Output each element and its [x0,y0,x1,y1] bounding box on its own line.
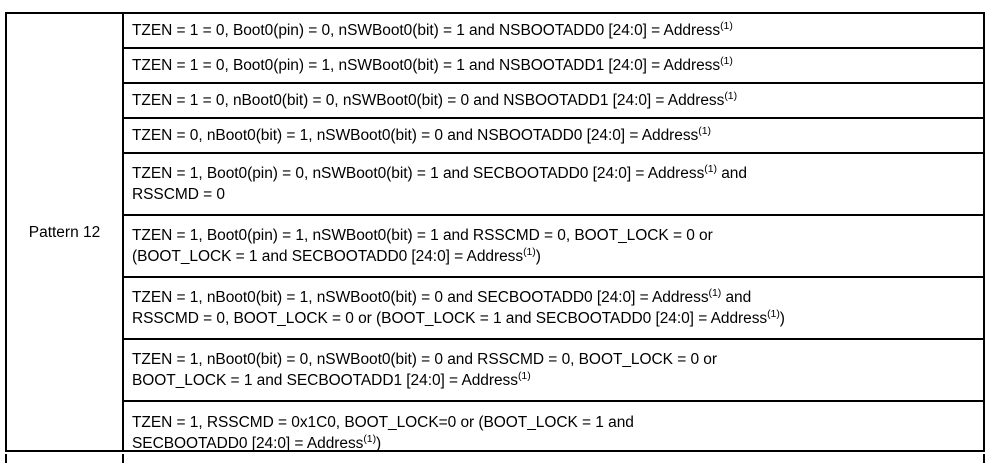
condition-text: TZEN = 1 = 0, nBoot0(bit) = 0, nSWBoot0(… [132,92,725,109]
truncated-row-below [5,454,985,463]
table-row: TZEN = 1, nBoot0(bit) = 0, nSWBoot0(bit)… [124,340,983,402]
condition-line: TZEN = 1, Boot0(pin) = 0, nSWBoot0(bit) … [132,163,977,184]
table-border-left [5,12,7,452]
condition-line: RSSCMD = 0, BOOT_LOCK = 0 or (BOOT_LOCK … [132,308,977,329]
condition-text-tail: and [716,165,747,182]
table-row: TZEN = 0, nBoot0(bit) = 1, nSWBoot0(bit)… [124,119,983,154]
condition-line: TZEN = 1, Boot0(pin) = 1, nSWBoot0(bit) … [132,225,977,246]
condition-text-tail: ) [535,248,541,265]
condition-column: TZEN = 1 = 0, Boot0(pin) = 0, nSWBoot0(b… [124,14,983,452]
condition-text: SECBOOTADD0 [24:0] = Address [132,435,364,452]
condition-text: RSSCMD = 0, BOOT_LOCK = 0 or (BOOT_LOCK … [132,310,768,327]
condition-text: TZEN = 1, nBoot0(bit) = 0, nSWBoot0(bit)… [132,351,717,368]
condition-line: RSSCMD = 0 [132,184,977,205]
table-border-bottom [5,450,985,452]
footnote-ref: (1) [363,432,377,445]
boot-pattern-table: Pattern 12 TZEN = 1 = 0, Boot0(pin) = 0,… [5,12,985,452]
condition-line: TZEN = 1 = 0, Boot0(pin) = 1, nSWBoot0(b… [132,55,977,76]
table-border-right [983,12,985,452]
footnote-ref: (1) [523,245,536,258]
condition-text: TZEN = 1, Boot0(pin) = 0, nSWBoot0(bit) … [132,165,705,182]
condition-text: TZEN = 1, nBoot0(bit) = 1, nSWBoot0(bit)… [132,289,709,306]
table-row: TZEN = 1 = 0, nBoot0(bit) = 0, nSWBoot0(… [124,84,983,119]
truncated-row-column-divider [122,454,124,463]
table-column-divider [122,12,124,452]
condition-text: TZEN = 1, Boot0(pin) = 1, nSWBoot0(bit) … [132,227,713,244]
condition-line: TZEN = 1, nBoot0(bit) = 1, nSWBoot0(bit)… [132,287,977,308]
condition-line: SECBOOTADD0 [24:0] = Address(1)) [132,433,977,454]
condition-text: TZEN = 0, nBoot0(bit) = 1, nSWBoot0(bit)… [132,127,699,144]
pattern-label: Pattern 12 [28,223,101,241]
table-row: TZEN = 1, Boot0(pin) = 1, nSWBoot0(bit) … [124,216,983,278]
condition-text-tail: ) [779,310,785,327]
footnote-ref: (1) [720,19,733,32]
condition-text: RSSCMD = 0 [132,186,225,203]
condition-text: TZEN = 1, RSSCMD = 0x1C0, BOOT_LOCK=0 or… [132,414,634,431]
footnote-ref: (1) [720,54,733,67]
table-row: TZEN = 1, Boot0(pin) = 0, nSWBoot0(bit) … [124,154,983,216]
table-row: TZEN = 1 = 0, Boot0(pin) = 0, nSWBoot0(b… [124,14,983,49]
footnote-ref: (1) [517,369,531,382]
table-row: TZEN = 1 = 0, Boot0(pin) = 1, nSWBoot0(b… [124,49,983,84]
pattern-label-cell: Pattern 12 [7,14,122,450]
condition-line: (BOOT_LOCK = 1 and SECBOOTADD0 [24:0] = … [132,246,977,267]
footnote-ref: (1) [698,124,711,137]
truncated-row-border-left [5,454,7,463]
condition-line: TZEN = 1 = 0, Boot0(pin) = 0, nSWBoot0(b… [132,20,977,41]
condition-text-tail: ) [376,435,382,452]
condition-line: BOOT_LOCK = 1 and SECBOOTADD1 [24:0] = A… [132,370,977,391]
footnote-ref: (1) [708,286,722,299]
condition-text: TZEN = 1 = 0, Boot0(pin) = 0, nSWBoot0(b… [132,22,721,39]
condition-text: BOOT_LOCK = 1 and SECBOOTADD1 [24:0] = A… [132,372,518,389]
condition-text-tail: and [721,289,752,306]
table-row: TZEN = 1, RSSCMD = 0x1C0, BOOT_LOCK=0 or… [124,402,983,464]
condition-line: TZEN = 0, nBoot0(bit) = 1, nSWBoot0(bit)… [132,125,977,146]
condition-line: TZEN = 1, RSSCMD = 0x1C0, BOOT_LOCK=0 or… [132,412,977,433]
footnote-ref: (1) [704,162,717,175]
condition-line: TZEN = 1, nBoot0(bit) = 0, nSWBoot0(bit)… [132,349,977,370]
table-border-top [5,12,985,14]
footnote-ref: (1) [724,89,738,102]
condition-line: TZEN = 1 = 0, nBoot0(bit) = 0, nSWBoot0(… [132,90,977,111]
table-row: TZEN = 1, nBoot0(bit) = 1, nSWBoot0(bit)… [124,278,983,340]
footnote-ref: (1) [767,307,780,320]
condition-text: (BOOT_LOCK = 1 and SECBOOTADD0 [24:0] = … [132,248,524,265]
condition-text: TZEN = 1 = 0, Boot0(pin) = 1, nSWBoot0(b… [132,57,721,74]
truncated-row-border-right [983,454,985,463]
